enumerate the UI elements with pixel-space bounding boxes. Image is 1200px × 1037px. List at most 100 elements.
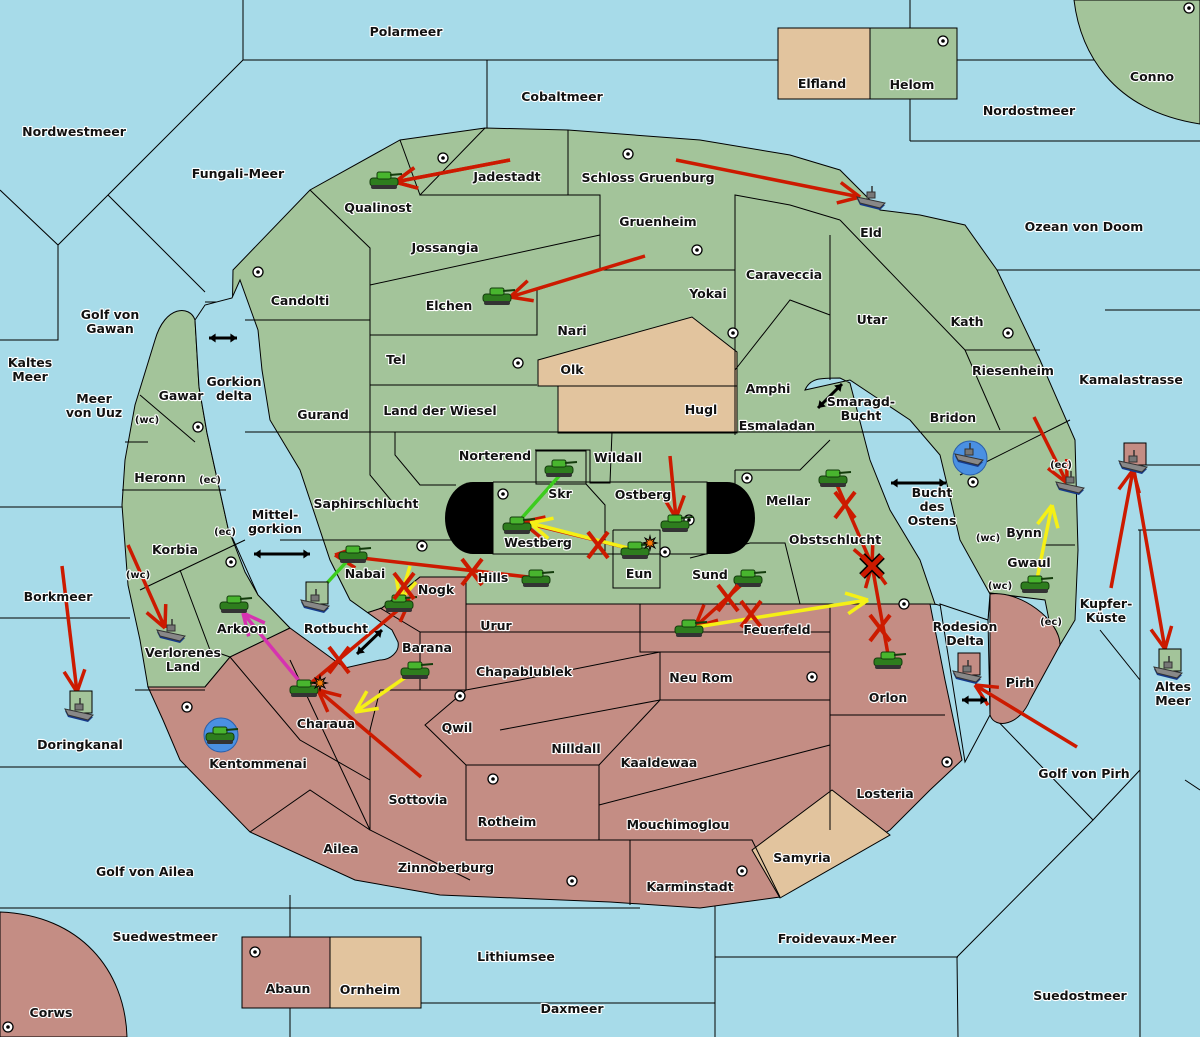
land-label-gawar[interactable]: Gawar [157, 387, 205, 404]
land-label-heronn[interactable]: Heronn [133, 469, 187, 486]
sea-label-nordostmeer[interactable]: Nordostmeer [982, 102, 1077, 119]
land-label-westberg[interactable]: Westberg [503, 534, 573, 551]
land-label-orlon[interactable]: Orlon [868, 689, 909, 706]
army-tank-icon[interactable] [289, 679, 323, 697]
land-label-kath[interactable]: Kath [949, 313, 984, 330]
sea-label-daxmeer[interactable]: Daxmeer [539, 1000, 605, 1017]
army-tank-icon[interactable] [873, 651, 907, 669]
land-label-jadestadt[interactable]: Jadestadt [471, 168, 542, 185]
land-label-pirh[interactable]: Pirh [1005, 674, 1036, 691]
land-label-sund[interactable]: Sund [691, 566, 729, 583]
land-label-ostberg[interactable]: Ostberg [614, 486, 673, 503]
army-tank-icon[interactable] [338, 545, 372, 563]
land-label-eun[interactable]: Eun [625, 565, 654, 582]
region-corws[interactable] [0, 911, 128, 1037]
land-label-korbia[interactable]: Korbia [151, 541, 199, 558]
land-label-gruenheim[interactable]: Gruenheim [618, 213, 698, 230]
land-label-schloss-gruenburg[interactable]: Schloss Gruenburg [580, 169, 715, 186]
land-label-riesenheim[interactable]: Riesenheim [971, 362, 1055, 379]
sea-label-kamalastrasse[interactable]: Kamalastrasse [1078, 371, 1184, 388]
land-label-abaun[interactable]: Abaun [264, 980, 311, 997]
land-label-bynn[interactable]: Bynn [1005, 524, 1043, 541]
land-label-qwil[interactable]: Qwil [441, 719, 474, 736]
region-samyria[interactable] [751, 789, 891, 899]
army-tank-icon[interactable] [674, 619, 708, 637]
region-olk[interactable] [537, 316, 738, 387]
land-label-candolti[interactable]: Candolti [270, 292, 331, 309]
army-tank-icon[interactable] [205, 726, 239, 744]
fleet-ship-icon[interactable] [300, 589, 331, 613]
land-label-elchen[interactable]: Elchen [425, 297, 474, 314]
fleet-ship-icon[interactable] [954, 443, 985, 467]
water-rodesion[interactable] [939, 603, 991, 764]
fleet-ship-icon[interactable] [856, 186, 887, 210]
land-label-bridon[interactable]: Bridon [929, 409, 978, 426]
land-label-feuerfeld[interactable]: Feuerfeld [742, 621, 811, 638]
fleet-ship-icon[interactable] [952, 660, 983, 684]
land-label-kentommenai[interactable]: Kentommenai [208, 755, 308, 772]
fleet-ship-icon[interactable] [1118, 450, 1149, 474]
sea-label-rotbucht[interactable]: Rotbucht [303, 620, 370, 637]
land-label-mouchimoglou[interactable]: Mouchimoglou [625, 816, 730, 833]
land-label-norterend[interactable]: Norterend [458, 447, 532, 464]
land-label-conno[interactable]: Conno [1129, 68, 1176, 85]
land-label-corws[interactable]: Corws [28, 1004, 73, 1021]
sea-label-polarmeer[interactable]: Polarmeer [369, 23, 445, 40]
sea-label-mittelgorkion[interactable]: Mittel-gorkion [247, 506, 303, 537]
land-label-tel[interactable]: Tel [385, 351, 407, 368]
land-label-karminstadt[interactable]: Karminstadt [645, 878, 734, 895]
sea-label-borkmeer[interactable]: Borkmeer [23, 588, 95, 605]
land-label-caraveccia[interactable]: Caraveccia [745, 266, 824, 283]
land-label-hills[interactable]: Hills [477, 569, 510, 586]
land-label-mellar[interactable]: Mellar [765, 492, 812, 509]
land-label-skr[interactable]: Skr [547, 485, 574, 502]
land-label-jossangia[interactable]: Jossangia [409, 239, 479, 256]
region-conno[interactable] [1073, 0, 1200, 125]
land-label-obstschlucht[interactable]: Obstschlucht [788, 531, 882, 548]
land-label-olk[interactable]: Olk [559, 361, 585, 378]
land-label-eld[interactable]: Eld [859, 224, 883, 241]
sea-label-fungali-meer[interactable]: Fungali-Meer [191, 165, 286, 182]
land-label-elfland[interactable]: Elfland [797, 75, 848, 92]
sea-label-kupfer-kueste[interactable]: Kupfer-Küste [1079, 595, 1134, 626]
sea-label-suedwestmeer[interactable]: Suedwestmeer [111, 928, 219, 945]
land-label-yokai[interactable]: Yokai [687, 285, 728, 302]
land-label-chapablublek[interactable]: Chapablublek [475, 663, 574, 680]
army-tank-icon[interactable] [1020, 575, 1054, 593]
land-label-gwaul[interactable]: Gwaul [1006, 554, 1052, 571]
sea-label-doringkanal[interactable]: Doringkanal [36, 736, 124, 753]
land-label-land-der-wiesel[interactable]: Land der Wiesel [382, 402, 497, 419]
sea-label-smaragd-bucht[interactable]: Smaragd-Bucht [826, 393, 896, 424]
land-label-qualinost[interactable]: Qualinost [343, 199, 413, 216]
army-tank-icon[interactable] [482, 287, 516, 305]
land-label-sottovia[interactable]: Sottovia [387, 791, 448, 808]
land-label-gurand[interactable]: Gurand [296, 406, 350, 423]
land-label-zinnoberburg[interactable]: Zinnoberburg [397, 859, 495, 876]
fleet-ship-icon[interactable] [64, 698, 95, 722]
sea-label-golf-von-pirh[interactable]: Golf von Pirh [1037, 765, 1131, 782]
army-tank-icon[interactable] [369, 171, 403, 189]
land-label-nabai[interactable]: Nabai [344, 565, 387, 582]
land-label-barana[interactable]: Barana [401, 639, 453, 656]
army-tank-icon[interactable] [544, 459, 578, 477]
land-label-ornheim[interactable]: Ornheim [339, 981, 402, 998]
sea-label-nordwestmeer[interactable]: Nordwestmeer [21, 123, 128, 140]
land-label-urur[interactable]: Urur [479, 617, 513, 634]
fleet-ship-icon[interactable] [156, 619, 187, 643]
land-label-esmaladan[interactable]: Esmaladan [738, 417, 817, 434]
sea-label-lithiumsee[interactable]: Lithiumsee [476, 948, 556, 965]
land-label-nilldall[interactable]: Nilldall [550, 740, 601, 757]
army-tank-icon[interactable] [400, 661, 434, 679]
sea-label-cobaltmeer[interactable]: Cobaltmeer [520, 88, 605, 105]
land-label-amphi[interactable]: Amphi [744, 380, 791, 397]
army-tank-icon[interactable] [818, 469, 852, 487]
sea-label-suedostmeer[interactable]: Suedostmeer [1032, 987, 1129, 1004]
